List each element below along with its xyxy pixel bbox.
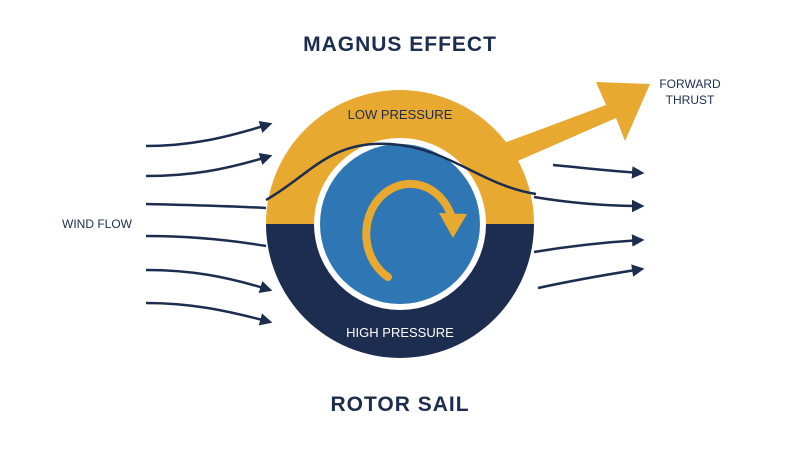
streamline-arrow-icon bbox=[537, 264, 645, 290]
streamline-arrow-icon bbox=[145, 301, 273, 326]
wind-flow-arrows-left bbox=[145, 121, 273, 326]
forward-thrust-label-line2: THRUST bbox=[665, 93, 715, 107]
streamline-arrow-icon bbox=[145, 202, 267, 210]
streamline-arrow-icon bbox=[145, 121, 273, 148]
streamline-arrow-icon bbox=[145, 153, 273, 178]
rotor-cylinder bbox=[320, 144, 480, 304]
diagram-title: MAGNUS EFFECT bbox=[303, 33, 497, 56]
forward-thrust-label: FORWARD THRUST bbox=[645, 76, 735, 108]
low-pressure-label: LOW PRESSURE bbox=[347, 107, 453, 122]
streamline-over-rotor bbox=[265, 142, 537, 202]
wind-flow-arrows-right bbox=[533, 163, 645, 290]
streamline-arrow-icon bbox=[145, 234, 267, 248]
streamline-arrow-icon bbox=[533, 234, 645, 254]
wind-flow-label: WIND FLOW bbox=[62, 217, 132, 231]
rotation-arrowhead bbox=[439, 213, 467, 238]
forward-thrust-arrow-icon bbox=[480, 82, 650, 174]
streamline-arrow-icon bbox=[145, 268, 273, 293]
high-pressure-label: HIGH PRESSURE bbox=[346, 325, 454, 340]
forward-thrust-label-line1: FORWARD bbox=[659, 77, 721, 91]
streamline-arrow-icon bbox=[552, 163, 645, 179]
clockwise-rotation-arrow-icon bbox=[362, 179, 455, 281]
diagram-subtitle: ROTOR SAIL bbox=[330, 393, 470, 416]
streamline-arrow-icon bbox=[533, 195, 645, 213]
